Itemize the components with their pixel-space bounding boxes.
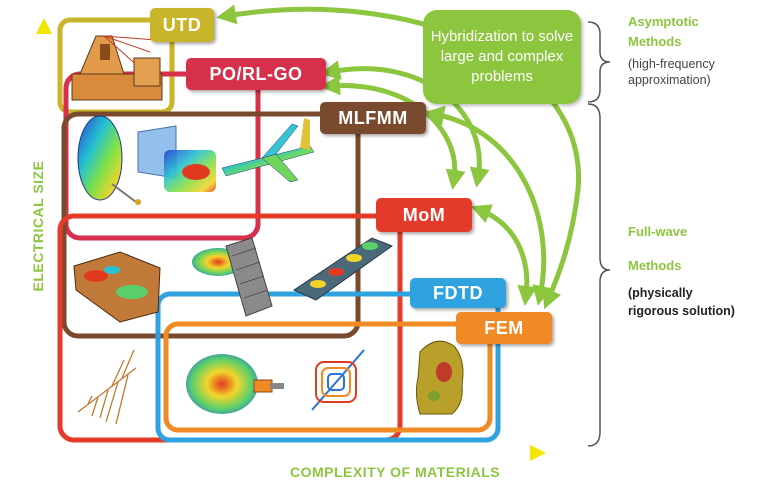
po-label: PO/RL-GO	[209, 63, 303, 84]
fullwave-section: Full-wave Methods (physically rigorous s…	[628, 222, 776, 320]
mom-tag: MoM	[376, 198, 472, 232]
antenna-tower-illustration	[71, 35, 163, 101]
asymptotic-title-1: Asymptotic	[628, 14, 699, 29]
x-axis-label: COMPLEXITY OF MATERIALS	[290, 464, 501, 480]
asymptotic-title-2: Methods	[628, 34, 682, 49]
fem-tag: FEM	[456, 312, 552, 344]
hybridization-text: Hybridization to solve large and complex…	[430, 28, 574, 85]
horn-field-illustration	[137, 125, 216, 192]
po-tag: PO/RL-GO	[186, 58, 326, 90]
y-axis-arrowhead	[36, 18, 52, 34]
radiation-pattern-illustration	[186, 354, 284, 414]
mom-label: MoM	[402, 204, 446, 225]
fullwave-title-1: Full-wave	[628, 224, 688, 239]
asymptotic-section: Asymptotic Methods (high-frequency appro…	[628, 12, 768, 88]
radiating-panel-illustration	[292, 237, 394, 301]
aircraft-illustration	[221, 118, 315, 183]
fullwave-brace	[587, 103, 611, 447]
hybridization-note: Hybridization to solve large and complex…	[423, 10, 581, 104]
fem-region	[163, 321, 493, 433]
arrow-mom-fem	[470, 204, 538, 306]
utd-label: UTD	[162, 14, 202, 35]
arrow-mlfmm-fem	[424, 106, 552, 306]
y-axis-label: ELECTRICAL SIZE	[30, 160, 46, 292]
asymptotic-brace	[587, 21, 611, 103]
axes	[36, 18, 546, 461]
mlfmm-tag: MLFMM	[320, 102, 426, 134]
asymptotic-sub-1: (high-frequency	[628, 57, 715, 71]
human-head-model-illustration	[415, 340, 464, 415]
phased-array-illustration	[192, 237, 273, 317]
utd-tag: UTD	[150, 8, 214, 42]
fullwave-sub-2: rigorous solution)	[628, 304, 735, 318]
reflector-antenna-illustration	[77, 115, 141, 205]
building-floorplan-illustration	[73, 251, 161, 323]
fdtd-tag: FDTD	[410, 278, 506, 308]
fem-label: FEM	[484, 317, 524, 338]
log-periodic-antenna-illustration	[77, 349, 137, 425]
fdtd-label: FDTD	[433, 282, 483, 303]
x-axis-arrowhead	[530, 445, 546, 461]
arrow-utd-fem	[216, 4, 581, 310]
fullwave-sub-1: (physically	[628, 286, 693, 300]
asymptotic-sub-2: approximation)	[628, 73, 711, 87]
rfid-coil-illustration	[311, 349, 365, 411]
braces	[587, 21, 611, 447]
mlfmm-label: MLFMM	[338, 107, 408, 128]
fullwave-title-2: Methods	[628, 258, 682, 273]
